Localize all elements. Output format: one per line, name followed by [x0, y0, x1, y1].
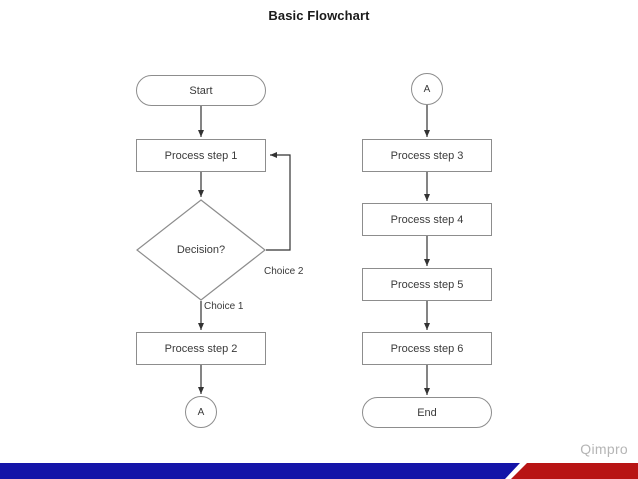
page-title: Basic Flowchart	[268, 8, 370, 23]
node-process-step-2-label: Process step 2	[164, 342, 238, 355]
brand-logo-text: Qimpro	[580, 441, 628, 457]
edge-label-choice-2: Choice 2	[264, 266, 304, 277]
node-end-label: End	[417, 406, 437, 419]
node-decision[interactable]: Decision?	[136, 199, 266, 301]
node-start[interactable]: Start	[136, 75, 266, 106]
node-process-step-1[interactable]: Process step 1	[136, 139, 266, 172]
node-process-step-4[interactable]: Process step 4	[362, 203, 492, 236]
node-process-step-2[interactable]: Process step 2	[136, 332, 266, 365]
node-process-step-5-label: Process step 5	[390, 278, 464, 291]
node-process-step-3[interactable]: Process step 3	[362, 139, 492, 172]
node-end[interactable]: End	[362, 397, 492, 428]
node-connector-a-out[interactable]: A	[185, 396, 217, 428]
node-process-step-6-label: Process step 6	[390, 342, 464, 355]
footer-red-stripe	[511, 463, 638, 479]
flowchart-edges	[198, 105, 430, 395]
flowchart-diagram: Start Process step 1 Decision? Process s…	[136, 73, 492, 428]
node-start-label: Start	[189, 84, 213, 97]
node-connector-a-in-label: A	[423, 83, 431, 95]
edge-decision-feedback-to-p1	[266, 152, 291, 251]
node-process-step-5[interactable]: Process step 5	[362, 268, 492, 301]
edge-label-choice-1: Choice 1	[204, 301, 244, 312]
diamond-shape	[136, 199, 266, 301]
node-decision-label: Decision?	[176, 244, 226, 256]
node-connector-a-in[interactable]: A	[411, 73, 443, 105]
node-process-step-1-label: Process step 1	[164, 149, 238, 162]
node-process-step-4-label: Process step 4	[390, 213, 464, 226]
footer-blue-stripe	[0, 463, 520, 479]
node-process-step-3-label: Process step 3	[390, 149, 464, 162]
node-connector-a-out-label: A	[197, 406, 205, 418]
footer-accent-bar	[0, 463, 638, 479]
node-process-step-6[interactable]: Process step 6	[362, 332, 492, 365]
